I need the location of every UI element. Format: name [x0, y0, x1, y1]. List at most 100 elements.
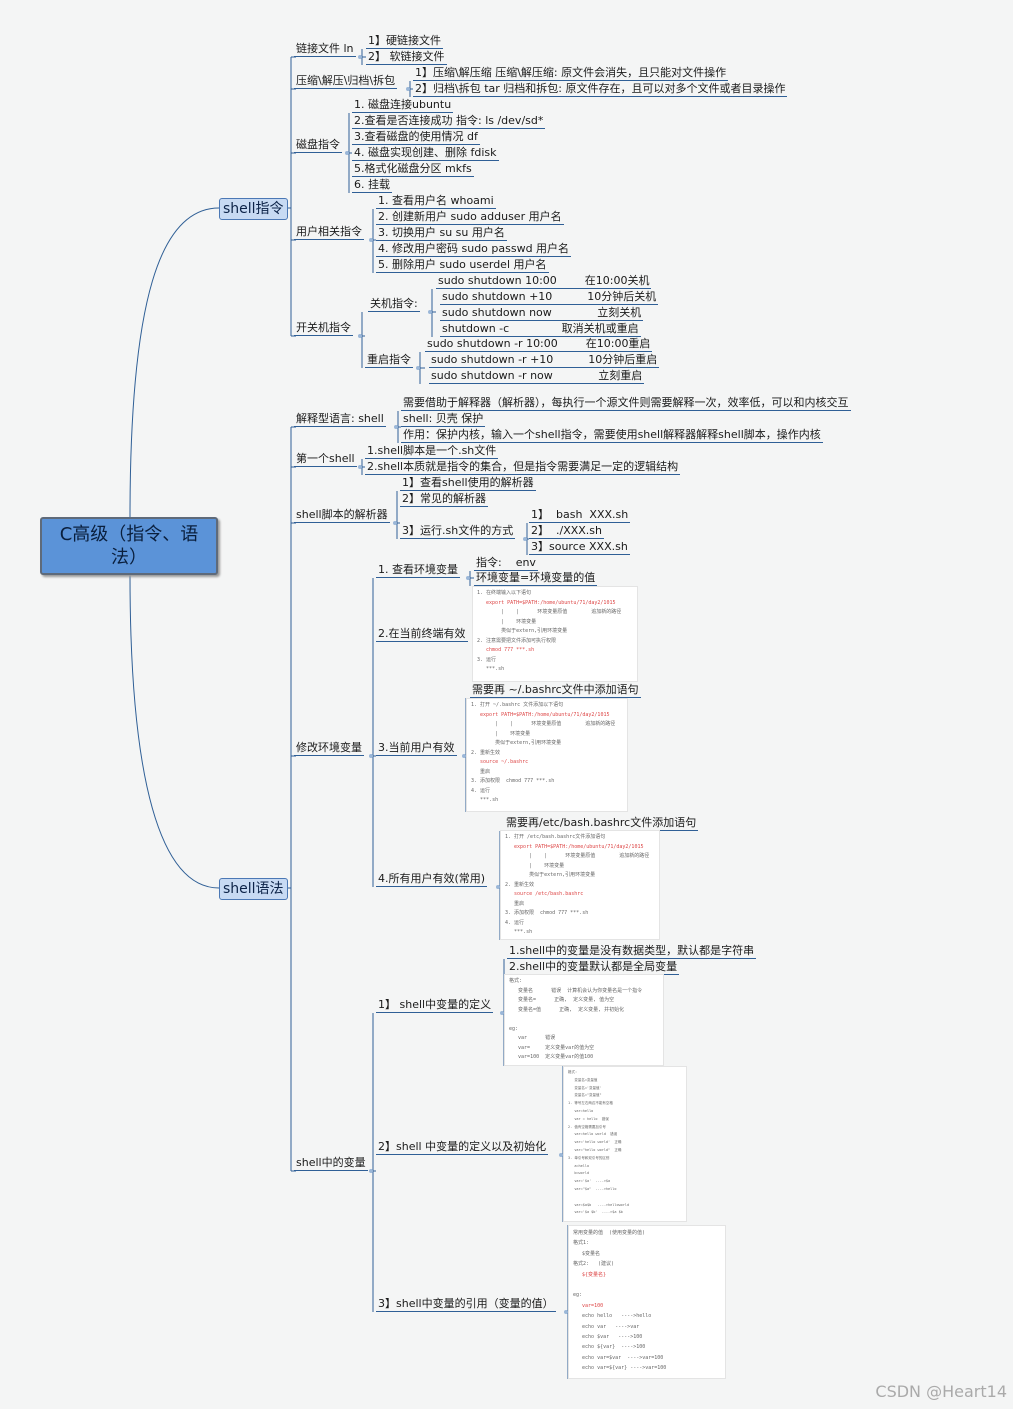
code-line: source /etc/bash.bashrc — [505, 891, 584, 897]
node-parser[interactable]: shell脚本的解析器 — [294, 508, 390, 523]
node-shutdown-1[interactable]: sudo shutdown 10:00 在10:00关机 — [436, 274, 652, 289]
code-line: 1. 等号左右两边不能有空格 — [568, 1101, 613, 1106]
node-parser-3[interactable]: 3】运行.sh文件的方式 — [400, 524, 516, 539]
node-first-2[interactable]: 2.shell本质就是指令的集合，但是指令需要满足一定的逻辑结构 — [365, 460, 681, 475]
code-line: | 环境变量 — [471, 730, 531, 737]
node-reboot-2[interactable]: sudo shutdown -r +10 10分钟后重启 — [429, 353, 660, 368]
code-line: var = hello 错误 — [568, 1116, 609, 1121]
node-env-user-note[interactable]: 需要再 ~/.bashrc文件中添加语句 — [470, 683, 641, 698]
node-vars[interactable]: shell中的变量 — [294, 1156, 368, 1171]
node-shutdown[interactable]: 关机指令: — [368, 297, 420, 312]
code-line: 格式1: — [573, 1240, 590, 1247]
code-line: 1. 打开 ~/.bashrc 文件添加以下语句 — [471, 702, 564, 708]
node-vars-init[interactable]: 2】shell 中变量的定义以及初始化 — [376, 1140, 549, 1155]
node-disk-2[interactable]: 2.查看是否连接成功 指令: ls /dev/sd* — [352, 114, 546, 129]
code-line: echo $var ---->100 — [573, 1334, 643, 1341]
code-line: 类似于extern,引用环境变量 — [471, 740, 562, 746]
node-compress-2[interactable]: 2】归档\拆包 tar 归档和拆包: 原文件存在，且可以对多个文件或者目录操作 — [413, 82, 788, 97]
node-user-1[interactable]: 1. 查看用户名 whoami — [376, 194, 496, 209]
node-env-view[interactable]: 1. 查看环境变量 — [376, 563, 460, 578]
node-env[interactable]: 修改环境变量 — [294, 741, 364, 756]
node-interp-2[interactable]: shell: 贝壳 保护 — [401, 412, 486, 427]
node-interp[interactable]: 解释型语言: shell — [294, 412, 386, 427]
node-shutdown-4[interactable]: shutdown -c 取消关机或重启 — [440, 322, 641, 337]
node-parser-1[interactable]: 1】查看shell使用的解析器 — [400, 476, 536, 491]
node-disk-6[interactable]: 6. 挂载 — [352, 178, 392, 193]
code-line: 3. 添加权限 chmod 777 ***.sh — [505, 910, 589, 916]
code-line: 2. 重新生效 — [471, 749, 501, 756]
code-line: var=$a$b ---->helloworld — [568, 1202, 630, 1207]
node-env-user[interactable]: 3.当前用户有效 — [376, 741, 457, 756]
code-line: var='$a $b' ---->$a $b — [568, 1210, 623, 1215]
node-reboot-3[interactable]: sudo shutdown -r now 立刻重启 — [429, 369, 645, 384]
code-line: 3. 添加权限 chmod 777 ***.sh — [471, 778, 555, 784]
code-line: $变量名 — [573, 1250, 601, 1257]
node-link-files[interactable]: 链接文件 ln — [294, 42, 356, 57]
node-compress[interactable]: 压缩\解压\归档\拆包 — [294, 74, 398, 89]
node-disk-5[interactable]: 5.格式化磁盘分区 mkfs — [352, 162, 474, 177]
code-line: var=100 — [573, 1302, 604, 1309]
code-line — [573, 1280, 721, 1290]
code-line: | 环境变量 — [505, 862, 565, 869]
node-reboot-1[interactable]: sudo shutdown -r 10:00 在10:00重启 — [425, 337, 653, 352]
node-first-shell[interactable]: 第一个shell — [294, 452, 357, 467]
code-line: echo var ---->var — [573, 1323, 640, 1330]
code-line: | | 环境变量原值 追加新的路径 — [477, 609, 622, 615]
code-line: 变量名='变量值' — [568, 1085, 602, 1090]
node-vars-ref[interactable]: 3】shell中变量的引用（变量的值） — [376, 1297, 556, 1312]
code-line: eg: — [509, 1025, 519, 1032]
code-line: ***.sh — [477, 666, 505, 672]
topic-shell-commands[interactable]: shell指令 — [219, 198, 288, 220]
node-user-5[interactable]: 5. 删除用户 sudo userdel 用户名 — [376, 258, 549, 273]
snippet-all: 1. 打开 /etc/bash.bashrc文件添加语句 export PATH… — [500, 830, 660, 940]
code-line: var='hello world' 正确 — [568, 1140, 622, 1145]
node-shutdown-2[interactable]: sudo shutdown +10 10分钟后关机 — [440, 290, 659, 305]
node-user-2[interactable]: 2. 创建新用户 sudo adduser 用户名 — [376, 210, 564, 225]
node-env-view-2[interactable]: 环境变量=环境变量的值 — [474, 571, 598, 586]
node-power[interactable]: 开关机指令 — [294, 321, 353, 336]
code-line: source ~/.bashrc — [471, 759, 529, 765]
node-vars-def-1[interactable]: 1.shell中的变量是没有数据类型，默认都是字符串 — [507, 944, 757, 959]
node-env-all[interactable]: 4.所有用户有效(常用) — [376, 872, 488, 887]
node-run-2[interactable]: 2】 ./XXX.sh — [529, 524, 605, 539]
node-reboot[interactable]: 重启指令 — [365, 353, 413, 368]
node-disk[interactable]: 磁盘指令 — [294, 138, 342, 153]
node-vars-def[interactable]: 1】 shell中变量的定义 — [376, 998, 494, 1013]
node-soft-link[interactable]: 2】 软链接文件 — [366, 50, 447, 65]
code-line: 3. 单引号和双引号的区别 — [568, 1155, 610, 1160]
code-line: 2. 注意需要把文件添加可执行权限 — [477, 637, 557, 644]
node-first-1[interactable]: 1.shell脚本是一个.sh文件 — [365, 444, 499, 459]
code-line: echo var=$var ---->var=100 — [573, 1354, 664, 1361]
code-line: var="hello world" 正确 — [568, 1147, 622, 1152]
node-user-4[interactable]: 4. 修改用户密码 sudo passwd 用户名 — [376, 242, 572, 257]
node-user[interactable]: 用户相关指令 — [294, 225, 364, 240]
node-disk-4[interactable]: 4. 磁盘实现创建、删除 fdisk — [352, 146, 499, 161]
node-run-3[interactable]: 3】source XXX.sh — [529, 540, 630, 555]
node-hard-link[interactable]: 1】硬链接文件 — [366, 34, 443, 49]
root-topic[interactable]: C高级（指令、语法） — [40, 517, 218, 575]
code-line: var=100 定义变量var的值100 — [509, 1054, 594, 1060]
code-line: 1. 打开 /etc/bash.bashrc文件添加语句 — [505, 834, 606, 840]
code-line: 重启 — [471, 768, 491, 775]
code-line: export PATH=$PATH:/home/ubuntu/71/day2/1… — [471, 711, 610, 718]
node-interp-1[interactable]: 需要借助于解释器（解析器），每执行一个源文件则需要解释一次，效率低，可以和内核交… — [401, 396, 851, 411]
node-compress-1[interactable]: 1】压缩\解压缩 压缩\解压缩: 原文件会消失，且只能对文件操作 — [413, 66, 729, 81]
node-env-terminal[interactable]: 2.在当前终端有效 — [376, 627, 468, 642]
node-disk-3[interactable]: 3.查看磁盘的使用情况 df — [352, 130, 480, 145]
node-env-view-1[interactable]: 指令: env — [474, 556, 538, 571]
node-parser-2[interactable]: 2】常见的解析器 — [400, 492, 488, 507]
code-line: 常用变量的值 (使用变量的值) — [573, 1230, 646, 1236]
node-user-3[interactable]: 3. 切换用户 su su 用户名 — [376, 226, 507, 241]
topic-shell-syntax[interactable]: shell语法 — [219, 878, 288, 900]
node-vars-def-2[interactable]: 2.shell中的变量默认都是全局变量 — [507, 960, 680, 975]
node-shutdown-3[interactable]: sudo shutdown now 立刻关机 — [440, 306, 644, 321]
node-env-all-note[interactable]: 需要再/etc/bash.bashrc文件添加语句 — [504, 816, 699, 831]
node-disk-1[interactable]: 1. 磁盘连接ubuntu — [352, 98, 454, 113]
node-interp-3[interactable]: 作用：保护内核，输入一个shell指令，需要使用shell解释器解释shell脚… — [401, 428, 823, 443]
code-line: var=hello — [568, 1108, 594, 1113]
node-run-1[interactable]: 1】 bash XXX.sh — [529, 508, 631, 523]
code-line: export PATH=$PATH:/home/ubuntu/71/day2/1… — [477, 599, 616, 606]
code-line: ***.sh — [505, 929, 533, 935]
code-line: echo var=${var} ---->var=100 — [573, 1365, 667, 1372]
code-line — [509, 1015, 659, 1025]
